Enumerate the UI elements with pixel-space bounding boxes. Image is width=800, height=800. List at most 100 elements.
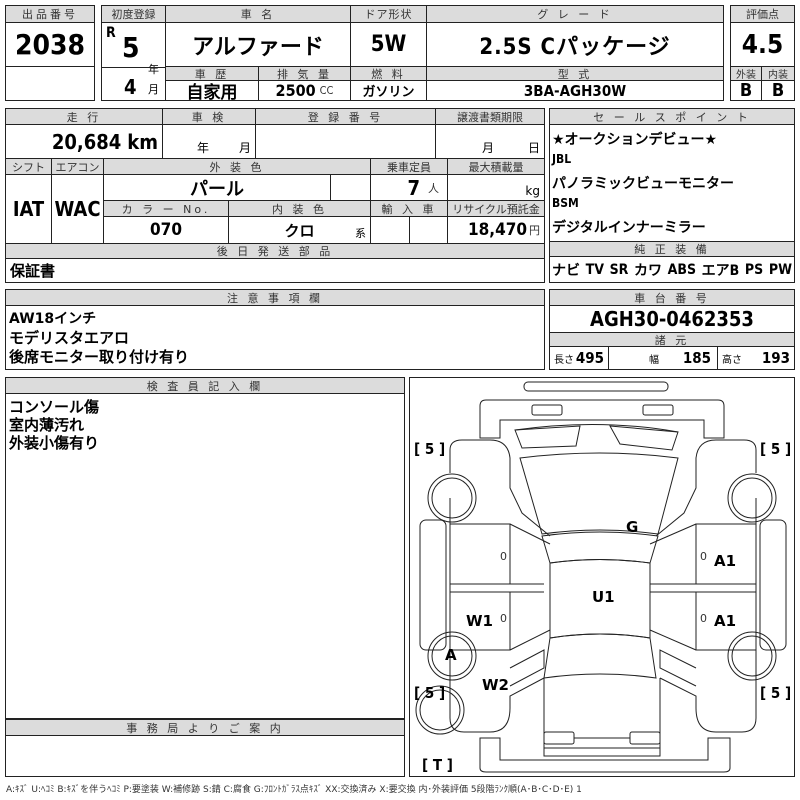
inspection-year-unit: 年 xyxy=(196,141,209,155)
office-label: 事 務 局 よ り ご 案 内 xyxy=(6,720,404,736)
displacement-label: 排 気 量 xyxy=(259,67,351,81)
equipment-item: ABS xyxy=(667,262,697,278)
model-code: 3BA-AGH30W xyxy=(523,81,627,100)
mark-right-rear-door: A1 xyxy=(714,612,737,630)
interior-color-label: 内 装 色 xyxy=(229,201,371,217)
body-side-left xyxy=(449,498,545,733)
max-load: kg xyxy=(448,175,544,201)
damage-diagram: [ 5 ] [ 5 ] [ 5 ] [ 5 ] [ T ] G U1 A1 A1… xyxy=(409,377,795,777)
equipment-item: PW xyxy=(768,262,792,278)
mileage-label: 走 行 xyxy=(6,109,163,125)
lot-number: 2038 xyxy=(6,23,94,67)
car-diagram-svg xyxy=(415,381,787,773)
height-value: 193 xyxy=(761,349,790,367)
tailgate xyxy=(543,678,661,757)
registration-no-label: 登 録 番 号 xyxy=(256,109,436,125)
damage-legend: A:ｷｽﾞ U:ﾍｺﾐ B:ｷｽﾞを伴うﾍｺﾐ P:要塗装 W:補修跡 S:錆 … xyxy=(6,785,582,795)
mark-windshield: G xyxy=(626,518,639,536)
hood xyxy=(519,452,679,535)
rear-bumper xyxy=(479,737,731,773)
history-label: 車 歴 xyxy=(166,67,259,81)
max-load-label: 最大積載量 xyxy=(448,159,544,175)
door-zero: 0 xyxy=(500,550,507,563)
front-bumper xyxy=(479,399,725,439)
wheel-rear-left xyxy=(427,631,477,681)
side-step-left xyxy=(419,519,447,651)
equipment-item: エアB xyxy=(701,263,740,279)
sales-point-item: ★オークションデビュー★ xyxy=(552,132,718,148)
equipment-item: ナビ xyxy=(552,263,580,279)
tire-rear-right: [ 5 ] xyxy=(760,684,792,702)
chassis-box: 車 台 番 号 AGH30-0462353 諸 元 長さ 495 幅 185 高… xyxy=(549,289,795,370)
front-bumper-strip xyxy=(523,381,669,392)
side-step-right xyxy=(759,519,787,651)
month-unit: 月 xyxy=(148,83,159,96)
aircon: WAC xyxy=(52,175,104,244)
lot-number-box: 出品番号 2038 xyxy=(5,5,95,101)
reg-month: 4 xyxy=(124,75,137,99)
transfer-deadline-label: 譲渡書類期限 xyxy=(436,109,544,125)
equipment-item: PS xyxy=(744,262,764,278)
car-name: アルファード xyxy=(166,23,351,67)
interior-color-value: クロ xyxy=(284,221,315,240)
chassis-number: AGH30-0462353 xyxy=(550,306,794,333)
aircon-label: エアコン xyxy=(52,159,104,175)
color-no: 070 xyxy=(104,217,229,244)
chassis-label: 車 台 番 号 xyxy=(550,290,794,306)
max-load-unit: kg xyxy=(525,184,540,198)
lot-blank xyxy=(6,67,94,100)
interior-score-label: 内装 xyxy=(762,67,794,81)
exterior-score: B xyxy=(731,81,762,100)
era: R xyxy=(106,25,116,41)
first-registration: R 5 年 4 月 xyxy=(102,23,166,100)
length-value: 495 xyxy=(575,349,604,367)
door-zero: 0 xyxy=(500,612,507,625)
displacement-value: 2500 xyxy=(275,81,316,100)
capacity-label: 乗車定員 xyxy=(371,159,448,175)
grade-label: グ レ ー ド xyxy=(427,6,723,23)
model-code-label: 型 式 xyxy=(427,67,723,81)
equipment-item: TV xyxy=(585,262,604,278)
note-line: モデリスタエアロ xyxy=(9,329,130,347)
capacity: 7 人 xyxy=(371,175,448,201)
divider xyxy=(102,67,165,68)
equipment-list: ナビ TV SR カワ ABS エアB PS PW xyxy=(552,259,792,281)
fuel: ガソリン xyxy=(351,81,427,100)
exterior-score-label: 外装 xyxy=(731,67,762,81)
history: 自家用 xyxy=(166,81,259,100)
body-side-right xyxy=(659,498,757,733)
mileage-value: 20,684 xyxy=(51,129,122,154)
vehicle-header-box: 初度登録 R 5 年 4 月 車 名 アルファード ドア形状 5W グ レ ー … xyxy=(101,5,724,101)
sales-point-item: JBL xyxy=(552,152,572,166)
headlight-right xyxy=(609,425,679,451)
fog-lamp-right xyxy=(642,404,674,416)
sales-points-box: セ ー ル ス ポ イ ン ト ★オークションデビュー★ JBL パノラミックビ… xyxy=(549,108,795,283)
inspector-line: 外装小傷有り xyxy=(9,434,100,452)
office-box: 事 務 局 よ り ご 案 内 xyxy=(5,719,405,777)
exterior-color: パール xyxy=(104,175,331,201)
inspector-box: 検 査 員 記 入 欄 コンソール傷 室内薄汚れ 外装小傷有り xyxy=(5,377,405,719)
fog-lamp-left xyxy=(531,404,563,416)
transfer-deadline: 月 日 xyxy=(436,125,544,159)
notes-label: 注 意 事 項 欄 xyxy=(6,290,544,306)
shift: IAT xyxy=(6,175,52,244)
spec-width: 幅 185 xyxy=(609,347,718,369)
shift-label: シフト xyxy=(6,159,52,175)
inspector-label: 検 査 員 記 入 欄 xyxy=(6,378,404,394)
year-unit: 年 xyxy=(148,63,159,76)
fender-right xyxy=(655,439,757,537)
inspector-line: 室内薄汚れ xyxy=(9,416,85,434)
interior-score: B xyxy=(771,81,785,100)
displacement-unit: CC xyxy=(319,84,334,97)
tire-front-right: [ 5 ] xyxy=(760,440,792,458)
mark-right-front-door: A1 xyxy=(714,552,737,570)
displacement: 2500 CC xyxy=(259,81,351,100)
exterior-color-label: 外 装 色 xyxy=(104,159,371,175)
details-box: 走 行 車 検 登 録 番 号 譲渡書類期限 20,684 km 年 月 月 日… xyxy=(5,108,545,283)
tail-lamp-left xyxy=(543,731,575,745)
later-parts: 保証書 xyxy=(10,262,56,280)
inspection: 年 月 xyxy=(163,125,256,159)
note-line: AW18インチ xyxy=(9,311,97,327)
recycle-fee-unit: 円 xyxy=(529,224,540,237)
height-label: 高さ xyxy=(722,354,742,366)
